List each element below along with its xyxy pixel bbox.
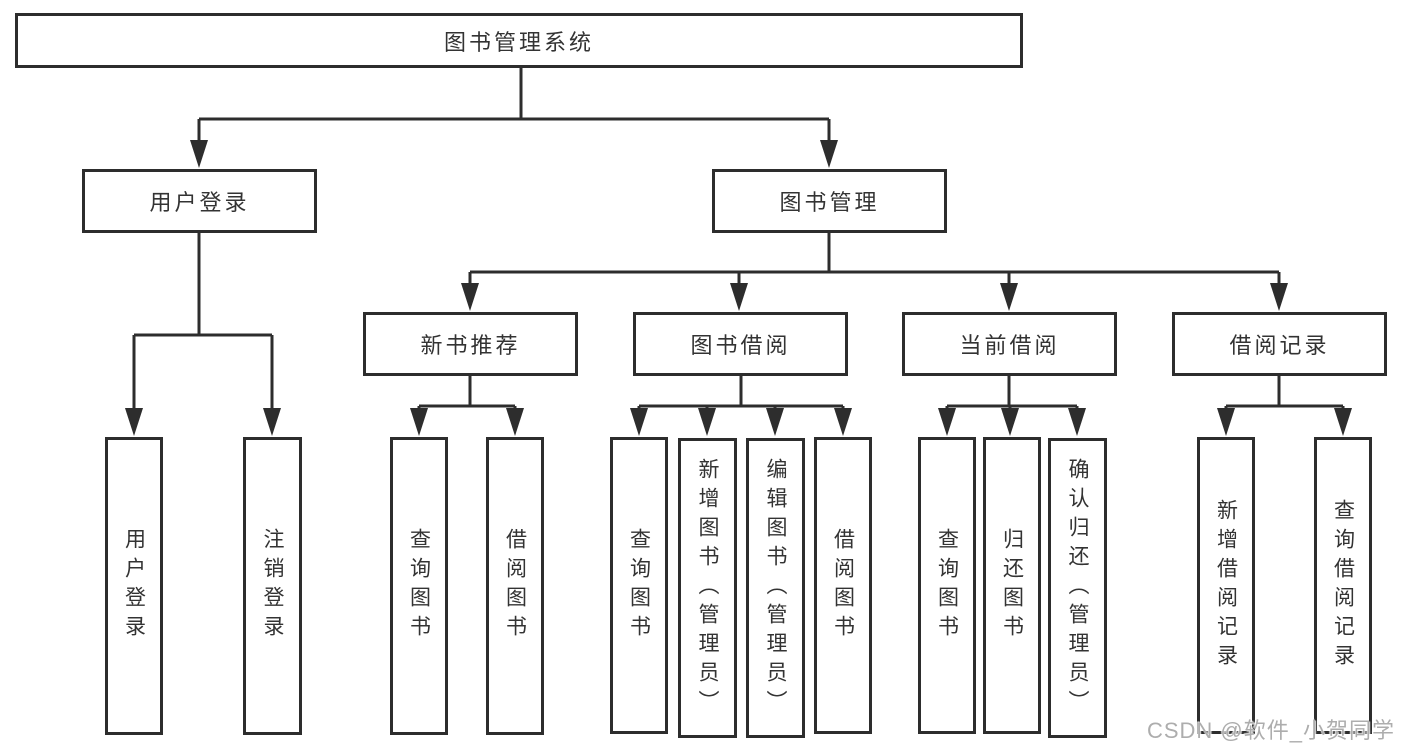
node-current-borrowing-label: 当前借阅 [959,333,1060,358]
node-root-label: 图书管理系统 [443,29,594,55]
node-new-book-recommend: 新书推荐 [363,312,578,376]
node-logout-leaf: 注销登录 [243,437,302,735]
node-borrow-books-recommend: 借阅图书 [486,437,544,735]
node-root: 图书管理系统 [15,13,1023,68]
node-borrow-books-borrowing: 借阅图书 [814,437,872,734]
node-book-management: 图书管理 [712,169,947,233]
node-book-borrowing: 图书借阅 [633,312,848,376]
arrowheads [125,140,1352,436]
node-user-login-leaf: 用户登录 [105,437,163,735]
node-borrow-records: 借阅记录 [1172,312,1387,376]
node-borrow-records-label: 借阅记录 [1229,333,1330,358]
node-query-books-recommend: 查询图书 [390,437,448,735]
node-confirm-return-admin: 确认归还（管理员） [1048,438,1107,738]
node-return-books: 归还图书 [983,437,1041,734]
node-book-borrowing-label: 图书借阅 [690,333,791,358]
node-edit-books-admin: 编辑图书（管理员） [746,438,805,738]
watermark: CSDN @软件_小贺同学 [1146,718,1395,743]
node-new-book-recommend-label: 新书推荐 [420,333,521,358]
node-query-borrow-record: 查询借阅记录 [1314,437,1372,734]
node-current-borrowing: 当前借阅 [902,312,1117,376]
node-add-borrow-record: 新增借阅记录 [1197,437,1255,734]
node-query-books-current: 查询图书 [918,437,976,734]
node-user-login-label: 用户登录 [149,190,250,215]
node-book-management-label: 图书管理 [779,190,880,215]
node-add-books-admin: 新增图书（管理员） [678,438,737,738]
node-query-books-borrowing: 查询图书 [610,437,668,734]
node-user-login: 用户登录 [82,169,317,233]
